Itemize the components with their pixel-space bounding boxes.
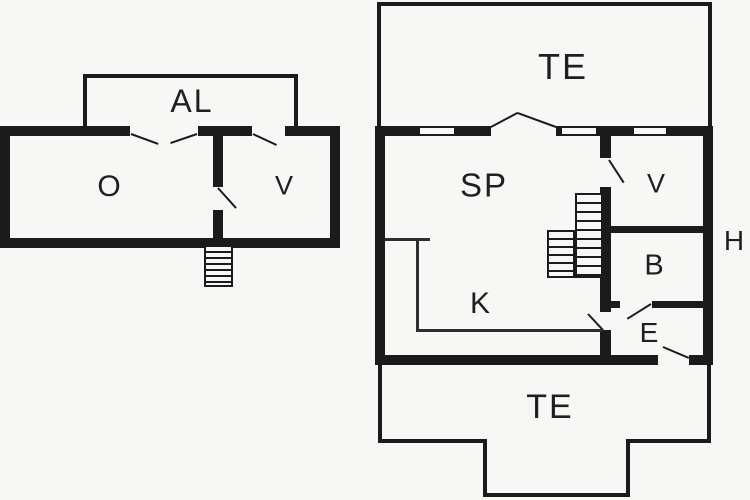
- room-label-e: E: [639, 317, 661, 348]
- door-opening-sp-to-terrace: [491, 126, 556, 136]
- window-v-room: [632, 126, 668, 136]
- wall-b-e-right-segment: [652, 301, 703, 308]
- staircase-left-building: [204, 245, 233, 287]
- door-opening-balcony-to-o: [130, 126, 198, 136]
- divider-wall-lower-segment: [213, 210, 223, 238]
- terrace-bottom-label: TE: [526, 388, 574, 426]
- window-sp-left: [418, 126, 456, 136]
- kitchen-boundary-vertical: [416, 238, 419, 331]
- terrace-bottom-narrow-outline: [483, 439, 630, 497]
- balcony-outline: [83, 74, 298, 127]
- staircase-right-flight: [575, 193, 603, 278]
- wall-v-b: [611, 226, 703, 233]
- interior-wall-vertical-bottom: [600, 330, 611, 355]
- room-label-k: K: [469, 287, 493, 320]
- interior-wall-vertical-middle: [600, 187, 611, 312]
- balcony-label: AL: [170, 83, 214, 119]
- kitchen-boundary-horizontal: [416, 329, 603, 332]
- outside-label-h: H: [723, 225, 747, 256]
- door-opening-e-exterior: [658, 355, 689, 365]
- room-label-sp: SP: [459, 166, 509, 204]
- room-label-o: O: [97, 170, 123, 203]
- room-label-v-left: V: [274, 170, 296, 201]
- staircase-left-flight: [547, 230, 575, 278]
- kitchen-boundary-tick: [385, 238, 430, 241]
- wall-b-e-left-stub: [611, 301, 620, 308]
- terrace-top-outline: [377, 2, 712, 126]
- door-opening-balcony-to-v: [252, 126, 285, 136]
- divider-wall-upper-segment: [213, 136, 223, 187]
- terrace-top-label: TE: [537, 46, 589, 87]
- room-label-b: B: [644, 249, 666, 282]
- window-sp-right: [560, 126, 598, 136]
- room-label-v-right: V: [646, 168, 668, 199]
- interior-wall-vertical-top: [600, 136, 611, 158]
